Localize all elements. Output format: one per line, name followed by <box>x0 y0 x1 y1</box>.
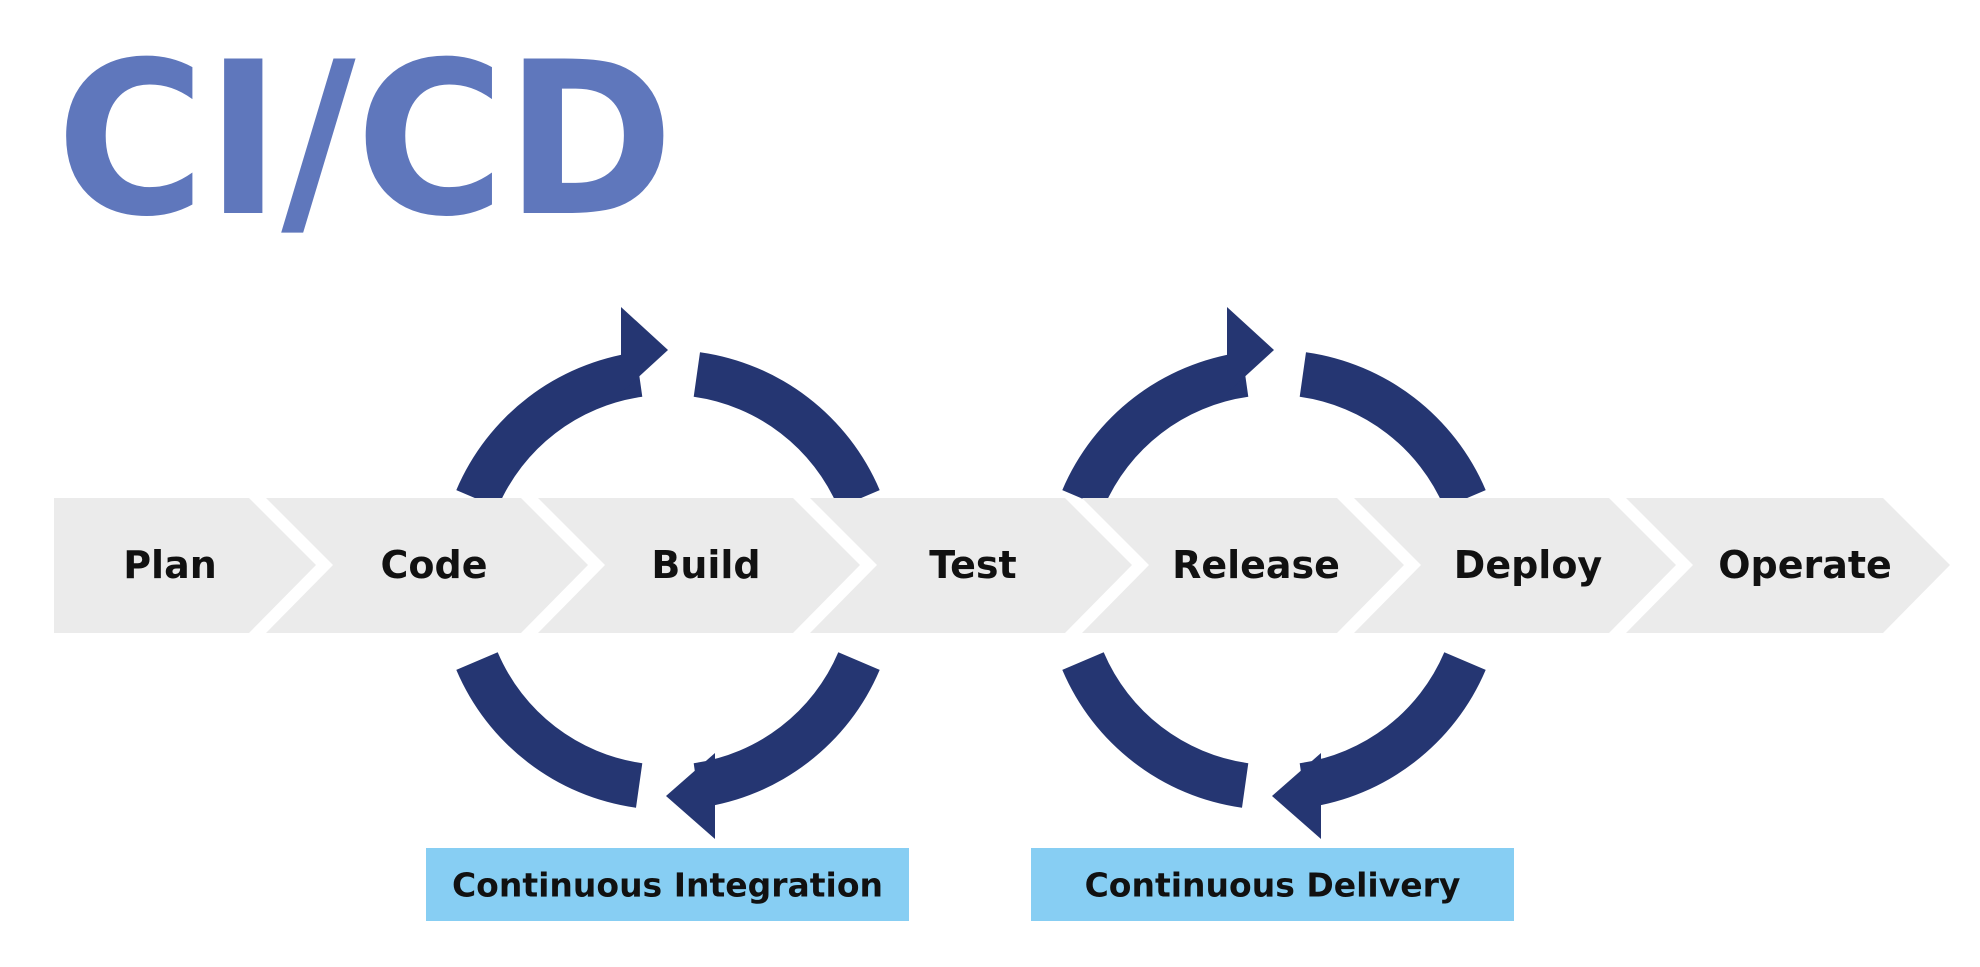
stage-label-operate: Operate <box>1718 543 1892 587</box>
stage-chevron-code <box>266 498 588 633</box>
stage-chevron-plan <box>54 498 316 633</box>
band-box-continuous-integration <box>426 848 909 921</box>
stage-label-plan: Plan <box>123 543 217 587</box>
stage-label-deploy: Deploy <box>1454 543 1603 587</box>
stage-chevron-test <box>810 498 1132 633</box>
band-label-continuous-integration: Continuous Integration <box>452 866 883 905</box>
page-title: CI/CD <box>56 16 674 263</box>
stage-label-code: Code <box>381 543 488 587</box>
phase-bands: Continuous Integration Continuous Deliver… <box>426 848 1514 921</box>
stage-chevron-deploy <box>1354 498 1676 633</box>
cycle-loop-2 <box>1062 307 1486 839</box>
band-box-continuous-delivery <box>1031 848 1514 921</box>
cycle-arrowhead-left <box>1272 753 1321 839</box>
stage-label-test: Test <box>929 543 1016 587</box>
cycle-arc-top-right <box>1299 352 1486 508</box>
cycle-arc-bottom-left <box>456 652 643 808</box>
cycle-loops <box>456 307 1486 839</box>
cycle-arc-top-right <box>693 352 880 508</box>
stage-chevron-operate <box>1626 498 1950 633</box>
cycle-arrowhead-left <box>666 753 715 839</box>
cycle-arc-bottom-right <box>693 652 880 808</box>
cycle-arrowhead-right <box>621 307 668 393</box>
cycle-arc-top-left <box>1062 352 1249 508</box>
cycle-loop-1 <box>456 307 880 839</box>
stage-chevron-release <box>1082 498 1404 633</box>
stage-chevron-build <box>538 498 860 633</box>
cycle-arrowhead-right <box>1227 307 1274 393</box>
pipeline-stages: Plan Code Build Test Release Deploy Operate <box>54 498 1950 633</box>
cycle-arc-top-left <box>456 352 643 508</box>
stage-label-release: Release <box>1172 543 1340 587</box>
cycle-arc-bottom-right <box>1299 652 1486 808</box>
stage-label-build: Build <box>651 543 760 587</box>
band-label-continuous-delivery: Continuous Delivery <box>1085 866 1461 905</box>
cycle-arc-bottom-left <box>1062 652 1249 808</box>
